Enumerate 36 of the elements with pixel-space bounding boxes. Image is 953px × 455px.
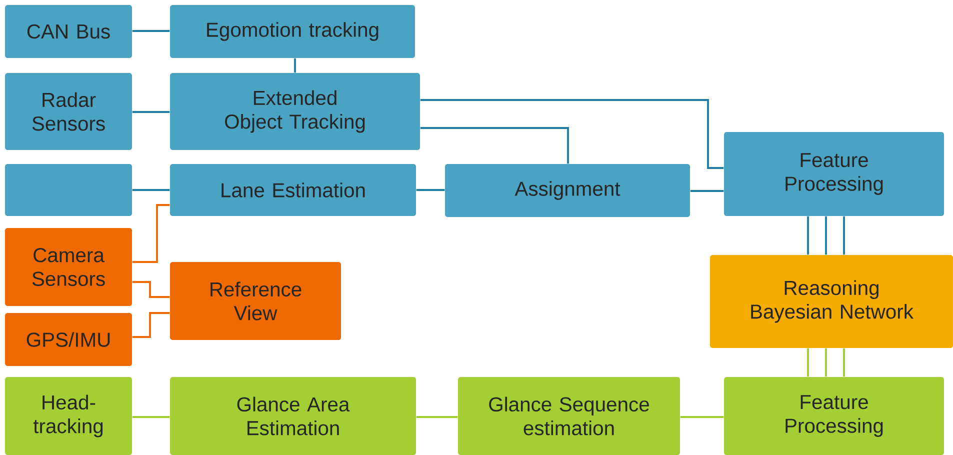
connector-line	[132, 30, 170, 32]
connector-line	[807, 216, 809, 255]
connector-line	[843, 216, 845, 255]
connector-line	[132, 281, 170, 298]
connector-line	[420, 99, 724, 169]
process-box: Reference View	[170, 262, 341, 340]
process-box: Camera Sensors	[5, 228, 132, 306]
process-box: Lane Estimation	[170, 164, 416, 216]
connector-line	[132, 416, 170, 418]
connector-line	[132, 204, 170, 263]
process-box: Reasoning Bayesian Network	[710, 255, 953, 348]
connector-line	[294, 58, 296, 73]
connector-line	[843, 348, 845, 377]
connector-line	[420, 127, 569, 164]
process-box: GPS/IMU	[5, 313, 132, 366]
connector-line	[680, 416, 724, 418]
process-box: Radar Sensors	[5, 73, 132, 150]
process-box: Extended Object Tracking	[170, 73, 420, 150]
empty-box	[5, 164, 132, 216]
connector-line	[690, 190, 724, 192]
connector-line	[825, 348, 827, 377]
process-box: Feature Processing	[724, 132, 944, 216]
connector-line	[416, 416, 458, 418]
connector-line	[825, 216, 827, 255]
connector-line	[807, 348, 809, 377]
connector-line	[416, 189, 445, 191]
process-box: CAN Bus	[5, 5, 132, 58]
process-box: Feature Processing	[724, 377, 944, 455]
process-box: Egomotion tracking	[170, 5, 415, 58]
connector-line	[132, 312, 170, 338]
process-box: Glance Area Estimation	[170, 377, 416, 455]
process-box: Glance Sequence estimation	[458, 377, 680, 455]
process-box: Assignment	[445, 164, 690, 217]
process-box: Head-tracking	[5, 377, 132, 455]
connector-line	[132, 111, 170, 113]
connector-line	[132, 189, 170, 191]
